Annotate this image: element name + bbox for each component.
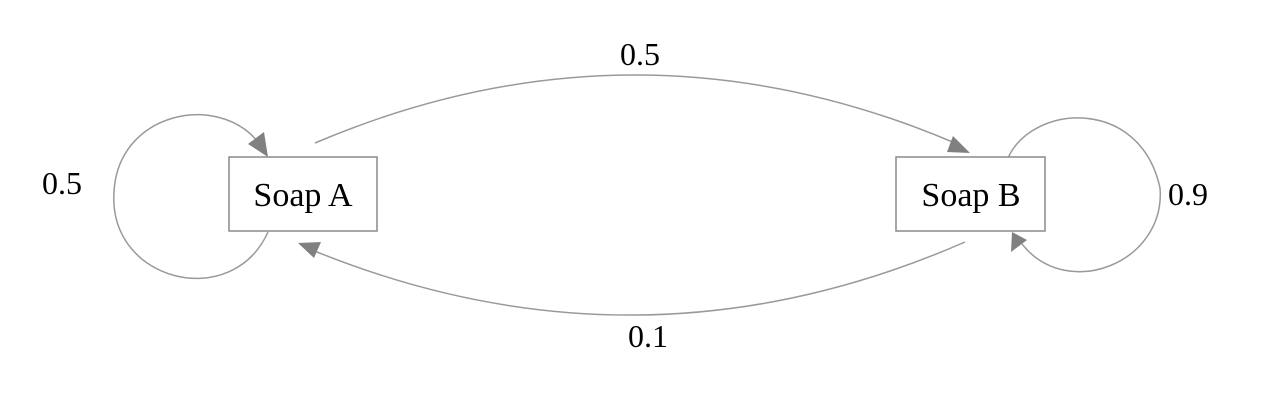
edge-b-to-b-arrowhead (1011, 232, 1027, 252)
edge-b-to-a: 0.1 (298, 241, 966, 354)
node-soap-a: Soap A (228, 156, 378, 232)
edge-a-to-b-label: 0.5 (620, 36, 660, 72)
edge-b-to-b: 0.9 (1007, 117, 1208, 273)
node-soap-b: Soap B (895, 156, 1046, 232)
edge-b-to-a-label: 0.1 (628, 318, 668, 354)
edge-b-to-a-line (311, 241, 966, 316)
edge-a-to-a-label: 0.5 (42, 165, 82, 201)
node-soap-a-box (228, 156, 378, 232)
edge-b-to-b-label: 0.9 (1168, 176, 1208, 212)
edge-a-to-a-arrowhead (248, 132, 268, 157)
node-soap-b-label: Soap B (921, 177, 1020, 214)
edge-a-to-b: 0.5 (314, 36, 970, 153)
edge-a-to-a-line (113, 114, 269, 280)
edge-a-to-b-line (314, 74, 956, 144)
node-soap-a-label: Soap A (253, 177, 353, 214)
edge-b-to-b-line (1007, 117, 1161, 273)
node-soap-b-box (895, 156, 1046, 232)
edge-a-to-b-arrowhead (947, 136, 970, 153)
edge-a-to-a: 0.5 (42, 114, 269, 280)
edge-b-to-a-arrowhead (298, 242, 321, 258)
